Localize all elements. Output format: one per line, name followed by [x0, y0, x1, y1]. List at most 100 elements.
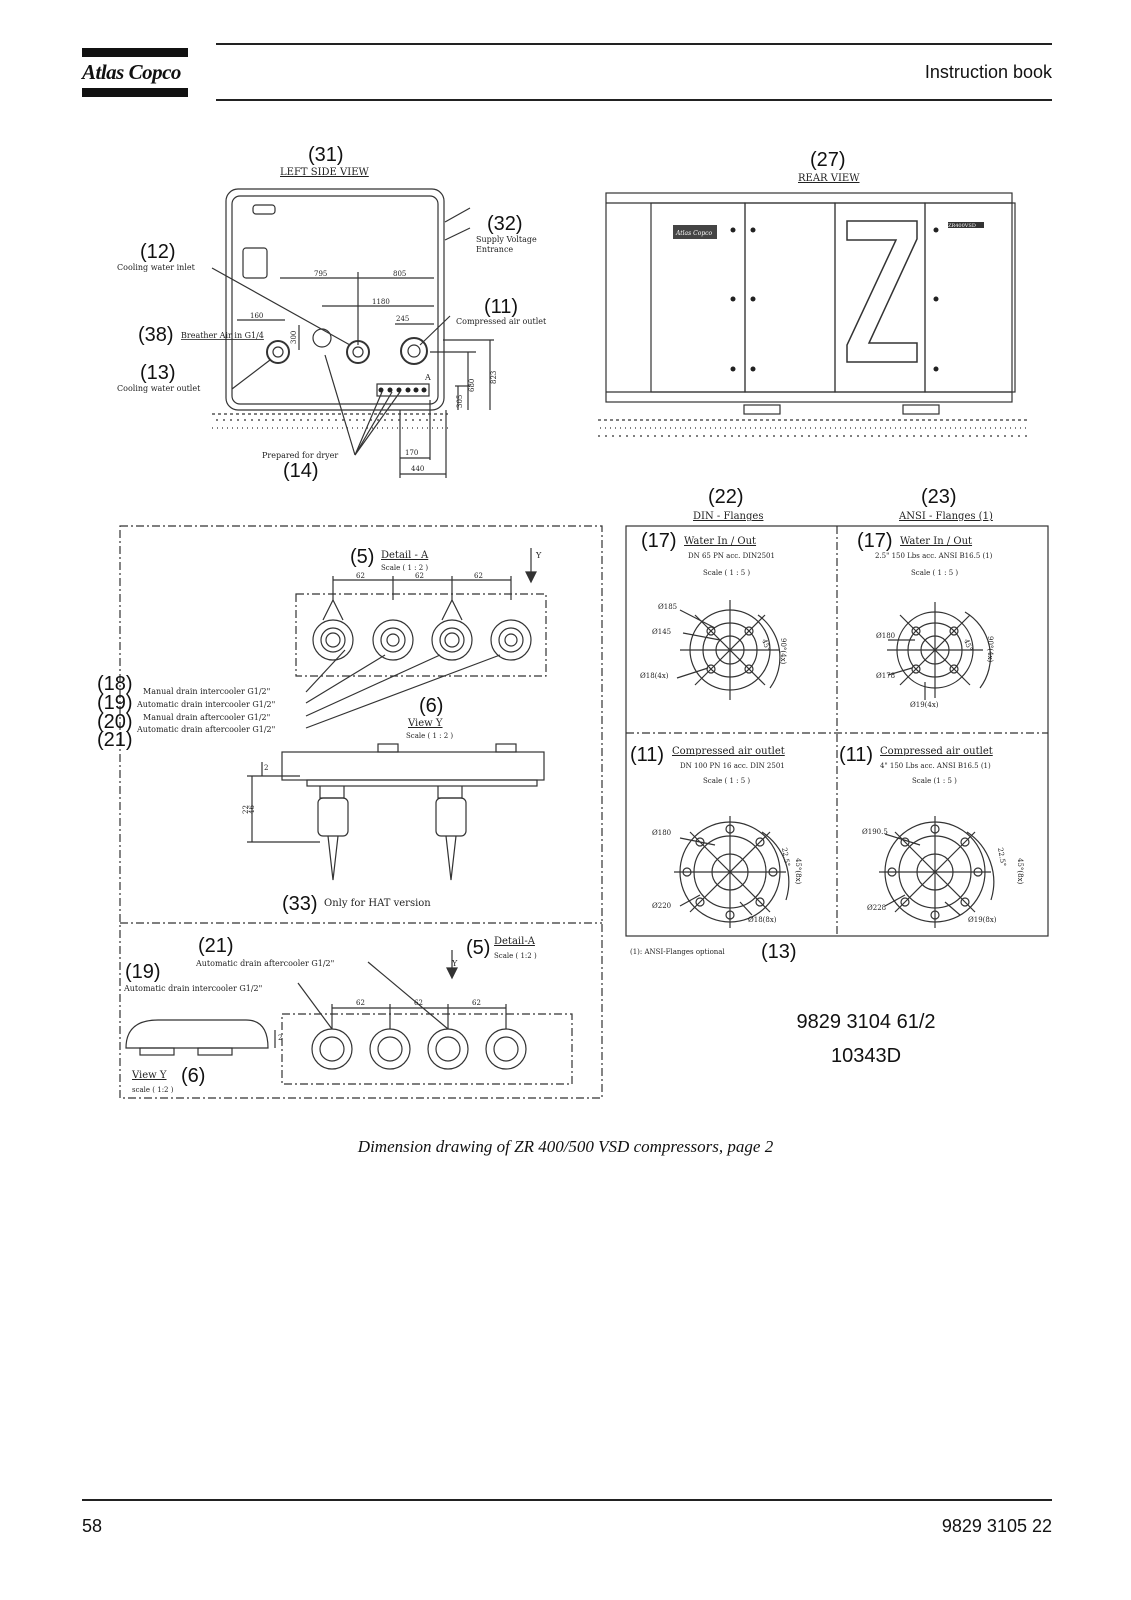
- manual-drain-aftercooler-label: Manual drain aftercooler G1/2": [143, 713, 270, 722]
- ansi-water-title: Water In / Out: [900, 536, 972, 547]
- ansi-flanges-title: ANSI - Flanges (1): [898, 511, 993, 522]
- drawing-revision: 10343D: [830, 1045, 902, 1067]
- dim-440: 440: [411, 465, 424, 473]
- detail-a-scale: Scale ( 1 : 2 ): [381, 564, 428, 572]
- callout-14: (14): [283, 460, 319, 482]
- dim-823: 823: [490, 371, 498, 384]
- callout-11-din: (11): [630, 744, 664, 766]
- ansi-optional-note: (1): ANSI-Flanges optional: [630, 948, 725, 956]
- prepared-for-dryer-label: Prepared for dryer: [262, 451, 338, 460]
- din-air-d2: Ø220: [652, 902, 671, 910]
- din-water-title: Water In / Out: [684, 536, 756, 547]
- din-flanges-title: DIN - Flanges: [693, 511, 763, 522]
- ansi-water-d3: Ø19(4x): [910, 701, 939, 709]
- dim-62-c: 62: [474, 572, 483, 580]
- cooling-water-inlet-label: Cooling water inlet: [117, 263, 196, 272]
- rear-view-title: REAR VIEW: [798, 173, 860, 184]
- view-y-bottom-scale: scale ( 1:2 ): [132, 1086, 174, 1094]
- callout-6-bottom: (6): [181, 1065, 205, 1087]
- page-number: 58: [82, 1516, 103, 1536]
- ansi-water-angle2: 90°(4x): [986, 636, 994, 663]
- header-title: Instruction book: [924, 62, 1052, 82]
- callout-27: (27): [810, 149, 846, 171]
- detail-a-bottom-title: Detail-A: [494, 936, 536, 947]
- supply-entrance-label: Entrance: [476, 245, 513, 254]
- dim-62-a: 62: [356, 572, 365, 580]
- dim-62-b: 62: [415, 572, 424, 580]
- automatic-drain-intercooler-label: Automatic drain intercooler G1/2": [136, 700, 275, 709]
- callout-5: (5): [350, 546, 374, 568]
- ansi-air-spec: 4" 150 Lbs acc. ANSI B16.5 (1): [880, 762, 991, 770]
- din-water-spec: DN 65 PN acc. DIN2501: [688, 552, 775, 560]
- dimension-drawing: (31) LEFT SIDE VIEW (32) Supply Voltage …: [97, 144, 1049, 1099]
- callout-17-ansi: (17): [857, 530, 893, 552]
- compressed-air-outlet-label: Compressed air outlet: [456, 317, 547, 326]
- callout-17-din: (17): [641, 530, 677, 552]
- figure-caption: Dimension drawing of ZR 400/500 VSD comp…: [357, 1137, 774, 1156]
- left-side-view-title: LEFT SIDE VIEW: [280, 167, 369, 178]
- din-air-d3: Ø18(8x): [748, 916, 777, 924]
- footer-rule: [82, 1499, 1052, 1501]
- callout-6: (6): [419, 695, 443, 717]
- dim-22: 22: [242, 805, 250, 814]
- hat-version-label: Only for HAT version: [324, 898, 431, 909]
- ansi-air-angle2: 45°(8x): [1016, 858, 1024, 885]
- drawing-number: 9829 3104 61/2: [796, 1011, 936, 1033]
- bottom-dim-62-c: 62: [472, 999, 481, 1007]
- callout-13-optional: (13): [761, 941, 797, 963]
- logo-bar-bottom: [82, 88, 188, 97]
- ansi-water-d2: Ø178: [876, 672, 895, 680]
- dim-300: 300: [290, 331, 298, 344]
- auto-drain-aftercooler-bottom-label: Automatic drain aftercooler G1/2": [195, 959, 334, 968]
- dim-805: 805: [393, 270, 406, 278]
- din-air-scale: Scale ( 1 : 5 ): [703, 777, 750, 785]
- ansi-air-title: Compressed air outlet: [880, 746, 993, 757]
- callout-12: (12): [140, 241, 176, 263]
- ansi-water-d1: Ø180: [876, 632, 895, 640]
- detail-a-title: Detail - A: [381, 550, 429, 561]
- view-y-bottom-title: View Y: [131, 1070, 167, 1081]
- callout-11-ansi: (11): [839, 744, 873, 766]
- logo-bar-top: [82, 48, 188, 57]
- din-air-angle2: 45°(8x): [794, 858, 802, 885]
- callout-20: (20): [97, 711, 133, 733]
- dim-305: 305: [456, 395, 464, 408]
- document-number: 9829 3105 22: [941, 1516, 1052, 1536]
- ansi-water-scale: Scale ( 1 : 5 ): [911, 569, 958, 577]
- auto-drain-intercooler-bottom-label: Automatic drain intercooler G1/2": [123, 984, 262, 993]
- din-air-angle: 22.5°: [780, 847, 791, 867]
- dim-245: 245: [396, 315, 409, 323]
- din-air-title: Compressed air outlet: [672, 746, 785, 757]
- ansi-air-scale: Scale (1 : 5 ): [912, 777, 957, 785]
- dim-795: 795: [314, 270, 327, 278]
- ansi-air-d1: Ø190.5: [862, 828, 888, 836]
- dim-170: 170: [405, 449, 418, 457]
- callout-5-bottom: (5): [466, 937, 490, 959]
- callout-19: (19): [97, 692, 133, 714]
- callout-11: (11): [484, 296, 518, 318]
- detail-a-bottom-scale: Scale ( 1:2 ): [494, 952, 537, 960]
- bottom-dim-62-b: 62: [414, 999, 423, 1007]
- header-rule-bottom: [216, 99, 1052, 101]
- din-air-spec: DN 100 PN 16 acc. DIN 2501: [680, 762, 785, 770]
- callout-23: (23): [921, 486, 957, 508]
- automatic-drain-aftercooler-label: Automatic drain aftercooler G1/2": [136, 725, 275, 734]
- din-air-d1: Ø180: [652, 829, 671, 837]
- dim-46: 46: [248, 805, 256, 814]
- din-water-scale: Scale ( 1 : 5 ): [703, 569, 750, 577]
- callout-13: (13): [140, 362, 176, 384]
- callout-19-bottom: (19): [125, 961, 161, 983]
- callout-38: (38): [138, 324, 174, 346]
- view-y-title: View Y: [407, 718, 443, 729]
- ansi-air-d2: Ø228: [867, 904, 886, 912]
- atlas-copco-logo: Atlas Copco: [82, 60, 181, 84]
- ansi-air-angle: 22.5°: [996, 847, 1007, 867]
- bottom-dim-62-a: 62: [356, 999, 365, 1007]
- callout-21-bottom: (21): [198, 935, 234, 957]
- dim-160: 160: [250, 312, 263, 320]
- view-y-scale: Scale ( 1 : 2 ): [406, 732, 453, 740]
- ansi-air-d3: Ø19(8x): [968, 916, 997, 924]
- callout-33: (33): [282, 893, 318, 915]
- y-arrow-label: Y: [535, 551, 542, 560]
- rear-model-plate: ZR400VSD: [948, 223, 976, 229]
